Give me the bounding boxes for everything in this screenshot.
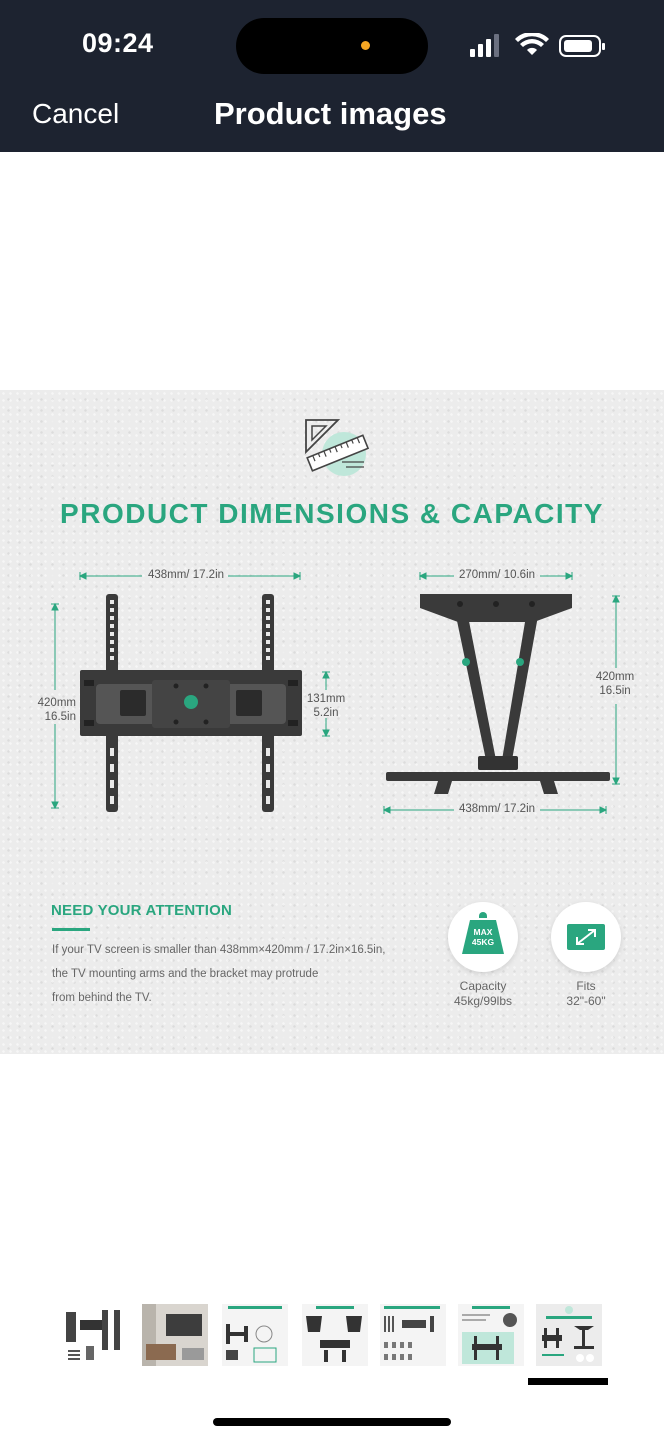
thumbnail-1[interactable]: [62, 1302, 128, 1368]
attention-line-3: from behind the TV.: [52, 992, 152, 1004]
bracket-height-in: 5.2in: [313, 707, 339, 719]
front-width-arrow: [78, 572, 302, 580]
side-bottom-width-arrow: [382, 806, 608, 814]
front-width-label: 438mm/ 17.2in: [147, 569, 225, 581]
side-mount: [386, 594, 610, 794]
side-height-mm: 420mm: [595, 671, 635, 683]
selected-thumbnail-indicator: [528, 1378, 608, 1385]
bracket-height-mm: 131mm: [306, 693, 346, 705]
side-top-width-label: 270mm/ 10.6in: [458, 569, 536, 581]
privacy-indicator-icon: [361, 41, 370, 50]
thumbnail-2[interactable]: [142, 1302, 208, 1368]
side-top-width-arrow: [418, 572, 574, 580]
attention-line-1: If your TV screen is smaller than 438mm×…: [52, 944, 386, 956]
fits-caption-line1: Fits: [576, 979, 596, 993]
wifi-icon: [515, 31, 549, 55]
capacity-icon-line2: 45KG: [471, 937, 495, 947]
thumbnail-4[interactable]: [302, 1302, 368, 1368]
bracket-height-arrow: [322, 670, 330, 738]
ruler-triangle-icon: [305, 419, 370, 476]
status-icons: [470, 31, 610, 59]
home-indicator[interactable]: [213, 1418, 451, 1426]
side-bottom-width-label: 438mm/ 17.2in: [458, 803, 536, 815]
battery-icon: [559, 35, 605, 57]
front-height-mm: 420mm: [37, 697, 76, 709]
capacity-badge: MAX 45KG: [448, 902, 518, 972]
status-time: 09:24: [82, 28, 154, 58]
dimension-drawings: [51, 572, 620, 814]
thumbnail-5[interactable]: [380, 1302, 446, 1368]
product-image[interactable]: PRODUCT DIMENSIONS & CAPACITY: [0, 390, 664, 1054]
fits-badge: [551, 902, 621, 972]
attention-title: NEED YOUR ATTENTION: [51, 902, 233, 919]
signal-icon: [470, 34, 499, 57]
cancel-button[interactable]: Cancel: [32, 98, 120, 129]
side-height-arrow: [612, 594, 620, 786]
attention-underline: [52, 928, 90, 931]
capacity-caption-line1: Capacity: [459, 979, 507, 993]
bracket-height-label: 131mm 5.2in: [302, 692, 350, 720]
fits-caption-line2: 32"-60": [566, 994, 606, 1008]
fits-caption: Fits 32"-60": [546, 979, 626, 1009]
resize-arrows-icon: [567, 924, 605, 950]
side-height-in: 16.5in: [599, 685, 631, 697]
product-image-title: PRODUCT DIMENSIONS & CAPACITY: [60, 498, 604, 529]
front-mount: [80, 594, 302, 812]
front-height-in: 16.5in: [44, 711, 76, 723]
top-bar: 09:24: [0, 0, 664, 152]
thumbnail-strip: [62, 1302, 612, 1374]
capacity-icon-text: MAX 45KG: [448, 927, 518, 947]
dynamic-island: [236, 18, 428, 74]
page-title: Product images: [214, 96, 447, 131]
capacity-caption: Capacity 45kg/99lbs: [440, 979, 526, 1009]
thumbnail-6[interactable]: [458, 1302, 524, 1368]
side-height-label: 420mm 16.5in: [590, 670, 640, 698]
weight-icon: [462, 912, 504, 954]
attention-line-2: the TV mounting arms and the bracket may…: [52, 968, 319, 980]
capacity-icon-line1: MAX: [473, 927, 493, 937]
capacity-caption-line2: 45kg/99lbs: [453, 994, 513, 1008]
thumbnail-7[interactable]: [536, 1302, 602, 1368]
front-height-arrow: [51, 602, 59, 810]
front-height-label: 420mm 16.5in: [28, 696, 76, 724]
thumbnail-3[interactable]: [222, 1302, 288, 1368]
